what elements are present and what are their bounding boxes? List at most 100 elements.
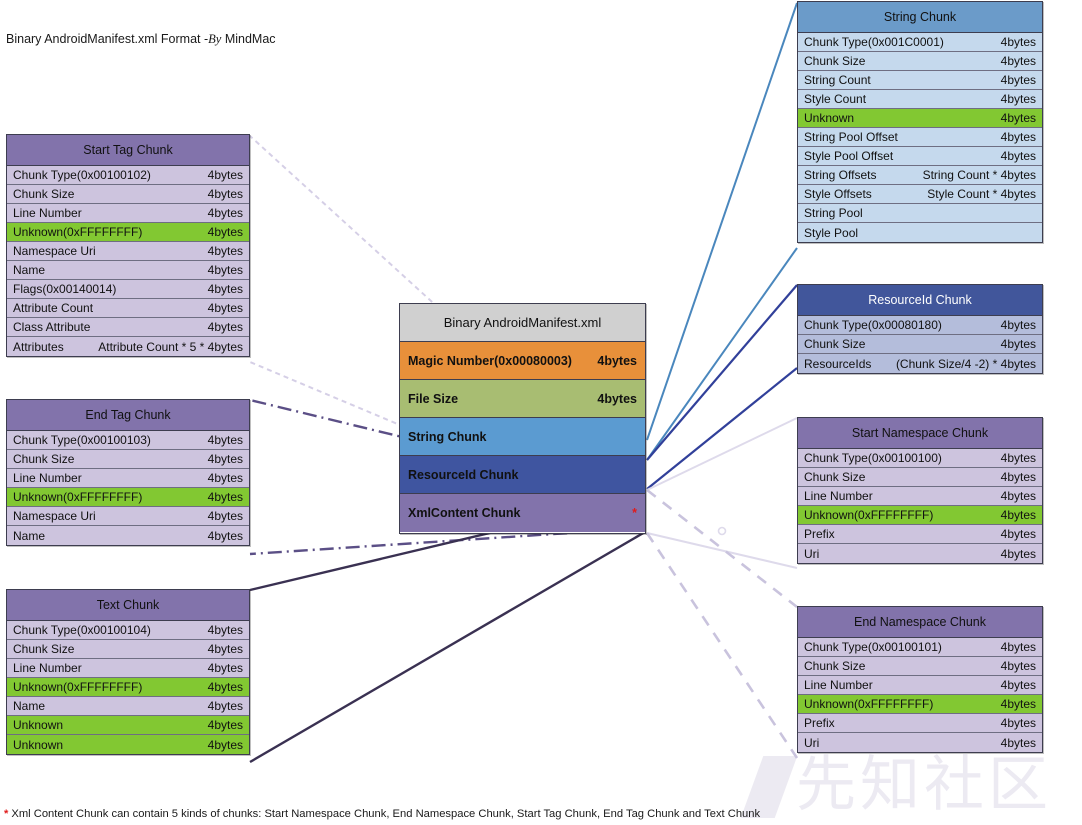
table-row[interactable]: Style Pool [798, 223, 1042, 242]
table-row[interactable]: Unknown(0xFFFFFFFF)4bytes [798, 695, 1042, 714]
table-row-size: 4bytes [1000, 546, 1036, 561]
table-row-label: Chunk Type(0x00100103) [13, 433, 151, 447]
table-row-size: 4bytes [207, 433, 243, 447]
table-row-size: 4bytes [207, 680, 243, 694]
table-row-size: 4bytes [1000, 337, 1036, 351]
table-row-size: 4bytes [1000, 640, 1036, 654]
table-row-size: 4bytes [1000, 130, 1036, 144]
table-row[interactable]: Chunk Type(0x00100102)4bytes [7, 166, 249, 185]
table-row-size: 4bytes [1000, 678, 1036, 692]
overview-row-magic-number[interactable]: Magic Number(0x00080003) 4bytes [400, 342, 645, 380]
table-row-size: 4bytes [207, 263, 243, 277]
table-row-size: 4bytes [1000, 470, 1036, 484]
table-row-size: 4bytes [1000, 735, 1036, 750]
table-row[interactable]: Chunk Size 4bytes [7, 450, 249, 469]
table-row-label: Chunk Size [13, 452, 75, 466]
table-title: Text Chunk [7, 590, 249, 621]
overview-row-string-chunk[interactable]: String Chunk [400, 418, 645, 456]
table-row-size: 4bytes [1000, 527, 1036, 541]
table-row[interactable]: Chunk Type(0x00100101)4bytes [798, 638, 1042, 657]
table-row[interactable]: Chunk Size 4bytes [798, 468, 1042, 487]
table-row-size: 4bytes [207, 509, 243, 523]
table-row-size: 4bytes [207, 225, 243, 239]
table-row[interactable]: ResourceIds(Chunk Size/4 -2) * 4bytes [798, 354, 1042, 373]
table-row[interactable]: Chunk Type(0x00100100)4bytes [798, 449, 1042, 468]
table-row[interactable]: Chunk Type(0x00100104)4bytes [7, 621, 249, 640]
overview-row-resourceid-chunk[interactable]: ResourceId Chunk [400, 456, 645, 494]
table-row-size: 4bytes [207, 452, 243, 466]
table-row[interactable]: Chunk Type(0x00080180)4bytes [798, 316, 1042, 335]
table-row[interactable]: Chunk Type(0x00100103) 4bytes [7, 431, 249, 450]
table-row[interactable]: String Pool [798, 204, 1042, 223]
table-row-label: Class Attribute [13, 320, 91, 334]
connector-string-chunk-top [646, 2, 798, 441]
table-row-size: 4bytes [1000, 716, 1036, 730]
table-row[interactable]: Unknown(0xFFFFFFFF) 4bytes [7, 223, 249, 242]
table-row-label: Chunk Size [804, 470, 866, 484]
watermark: 先知社区 [740, 750, 1052, 822]
table-row[interactable]: Unknown(0xFFFFFFFF)4bytes [7, 488, 249, 507]
table-row-label: Chunk Type(0x001C0001) [804, 35, 944, 49]
table-row[interactable]: Unknown(0xFFFFFFFF)4bytes [798, 506, 1042, 525]
table-row-size: 4bytes [207, 301, 243, 315]
table-row-label: Flags(0x00140014) [13, 282, 117, 296]
table-row-label: Chunk Type(0x00100100) [804, 451, 942, 465]
table-row-size: 4bytes [1000, 659, 1036, 673]
table-row[interactable]: Style Count 4bytes [798, 90, 1042, 109]
table-row[interactable]: Uri 4bytes [798, 544, 1042, 563]
table-row-size: 4bytes [1000, 489, 1036, 503]
table-row-label: Unknown [13, 718, 64, 732]
table-row-size: 4bytes [207, 718, 243, 732]
overview-row-xmlcontent-chunk[interactable]: XmlContent Chunk* [400, 494, 645, 532]
table-row[interactable]: Chunk Type(0x001C0001) 4bytes [798, 33, 1042, 52]
table-row[interactable]: Unknown(0xFFFFFFFF)4bytes [7, 678, 249, 697]
table-title: String Chunk [798, 2, 1042, 33]
table-row-label: Uri [804, 546, 820, 561]
table-row-label: Unknown(0xFFFFFFFF) [13, 225, 143, 239]
table-row[interactable]: Flags(0x00140014)4bytes [7, 280, 249, 299]
connector-text-chunk-bottom [249, 530, 646, 764]
table-row[interactable]: Unknown 4bytes [7, 716, 249, 735]
table-row-size: 4bytes [1000, 35, 1036, 49]
table-row-label: Unknown(0xFFFFFFFF) [804, 697, 934, 711]
table-row-label: Style Count [804, 92, 867, 106]
table-row-size: 4bytes [1000, 92, 1036, 106]
overview-row-file-size[interactable]: File Size 4bytes [400, 380, 645, 418]
table-row-label: String Offsets [804, 168, 877, 182]
overview-row-label: String Chunk [408, 429, 487, 444]
page-title-prefix: Binary AndroidManifest.xml Format - [6, 32, 209, 46]
watermark-text: 先知社区 [796, 750, 1052, 820]
